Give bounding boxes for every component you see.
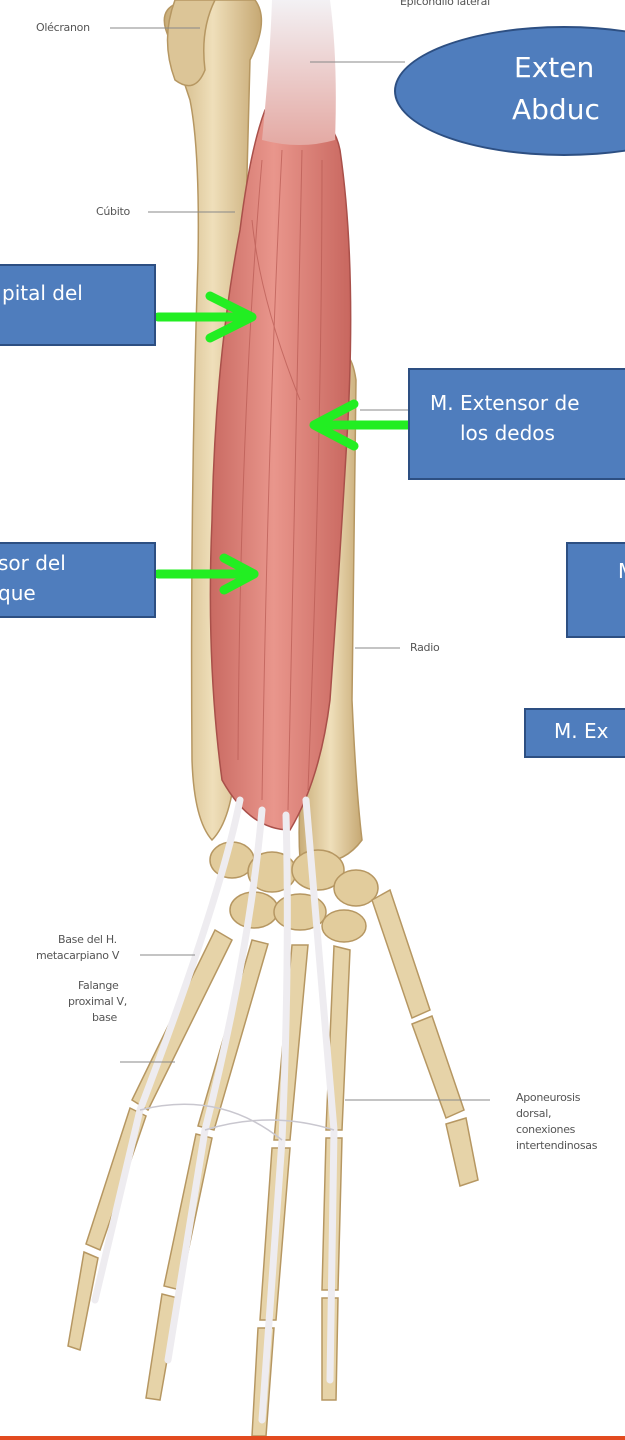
- callout-right-m: M: [566, 542, 625, 638]
- label-falange-1: Falange: [78, 978, 118, 993]
- callout-extensor-cubital-text: pital del: [0, 266, 154, 308]
- callout-extensor-dedos-line1: M. Extensor de: [410, 370, 625, 418]
- bottom-edge-bar: [0, 1436, 625, 1440]
- callout-extensor-menique-line1: sor del: [0, 544, 154, 578]
- callout-extensor-menique: sor del que: [0, 542, 156, 618]
- label-aponeurosis-3: conexiones: [516, 1122, 575, 1137]
- label-falange-2: proximal V,: [68, 994, 127, 1009]
- label-falange-3: base: [92, 1010, 117, 1025]
- callout-extensor-cubital: pital del: [0, 264, 156, 346]
- label-epicondilo: Epicóndilo lateral: [400, 0, 490, 9]
- callout-ellipse-line1: Exten: [514, 50, 594, 86]
- label-radio: Radio: [410, 640, 439, 655]
- label-olecranon: Olécranon: [36, 20, 90, 35]
- label-aponeurosis-2: dorsal,: [516, 1106, 551, 1121]
- carpal-bones: [210, 842, 378, 942]
- common-extensor-tendon: [262, 0, 336, 145]
- label-aponeurosis-4: intertendinosas: [516, 1138, 597, 1153]
- label-cubito: Cúbito: [96, 204, 130, 219]
- callout-extensor-menique-line2: que: [0, 578, 154, 608]
- callout-right-m-text: M: [568, 544, 625, 586]
- callout-extensor-dedos: M. Extensor de los dedos: [408, 368, 625, 480]
- callout-ellipse-line2: Abduc: [512, 92, 600, 128]
- callout-right-ex-text: M. Ex: [526, 710, 625, 746]
- label-base-metacarpiano-1: Base del H.: [58, 932, 117, 947]
- label-aponeurosis-1: Aponeurosis: [516, 1090, 580, 1105]
- callout-right-ex: M. Ex: [524, 708, 625, 758]
- label-base-metacarpiano-2: metacarpiano V: [36, 948, 119, 963]
- callout-extensor-dedos-line2: los dedos: [410, 418, 625, 448]
